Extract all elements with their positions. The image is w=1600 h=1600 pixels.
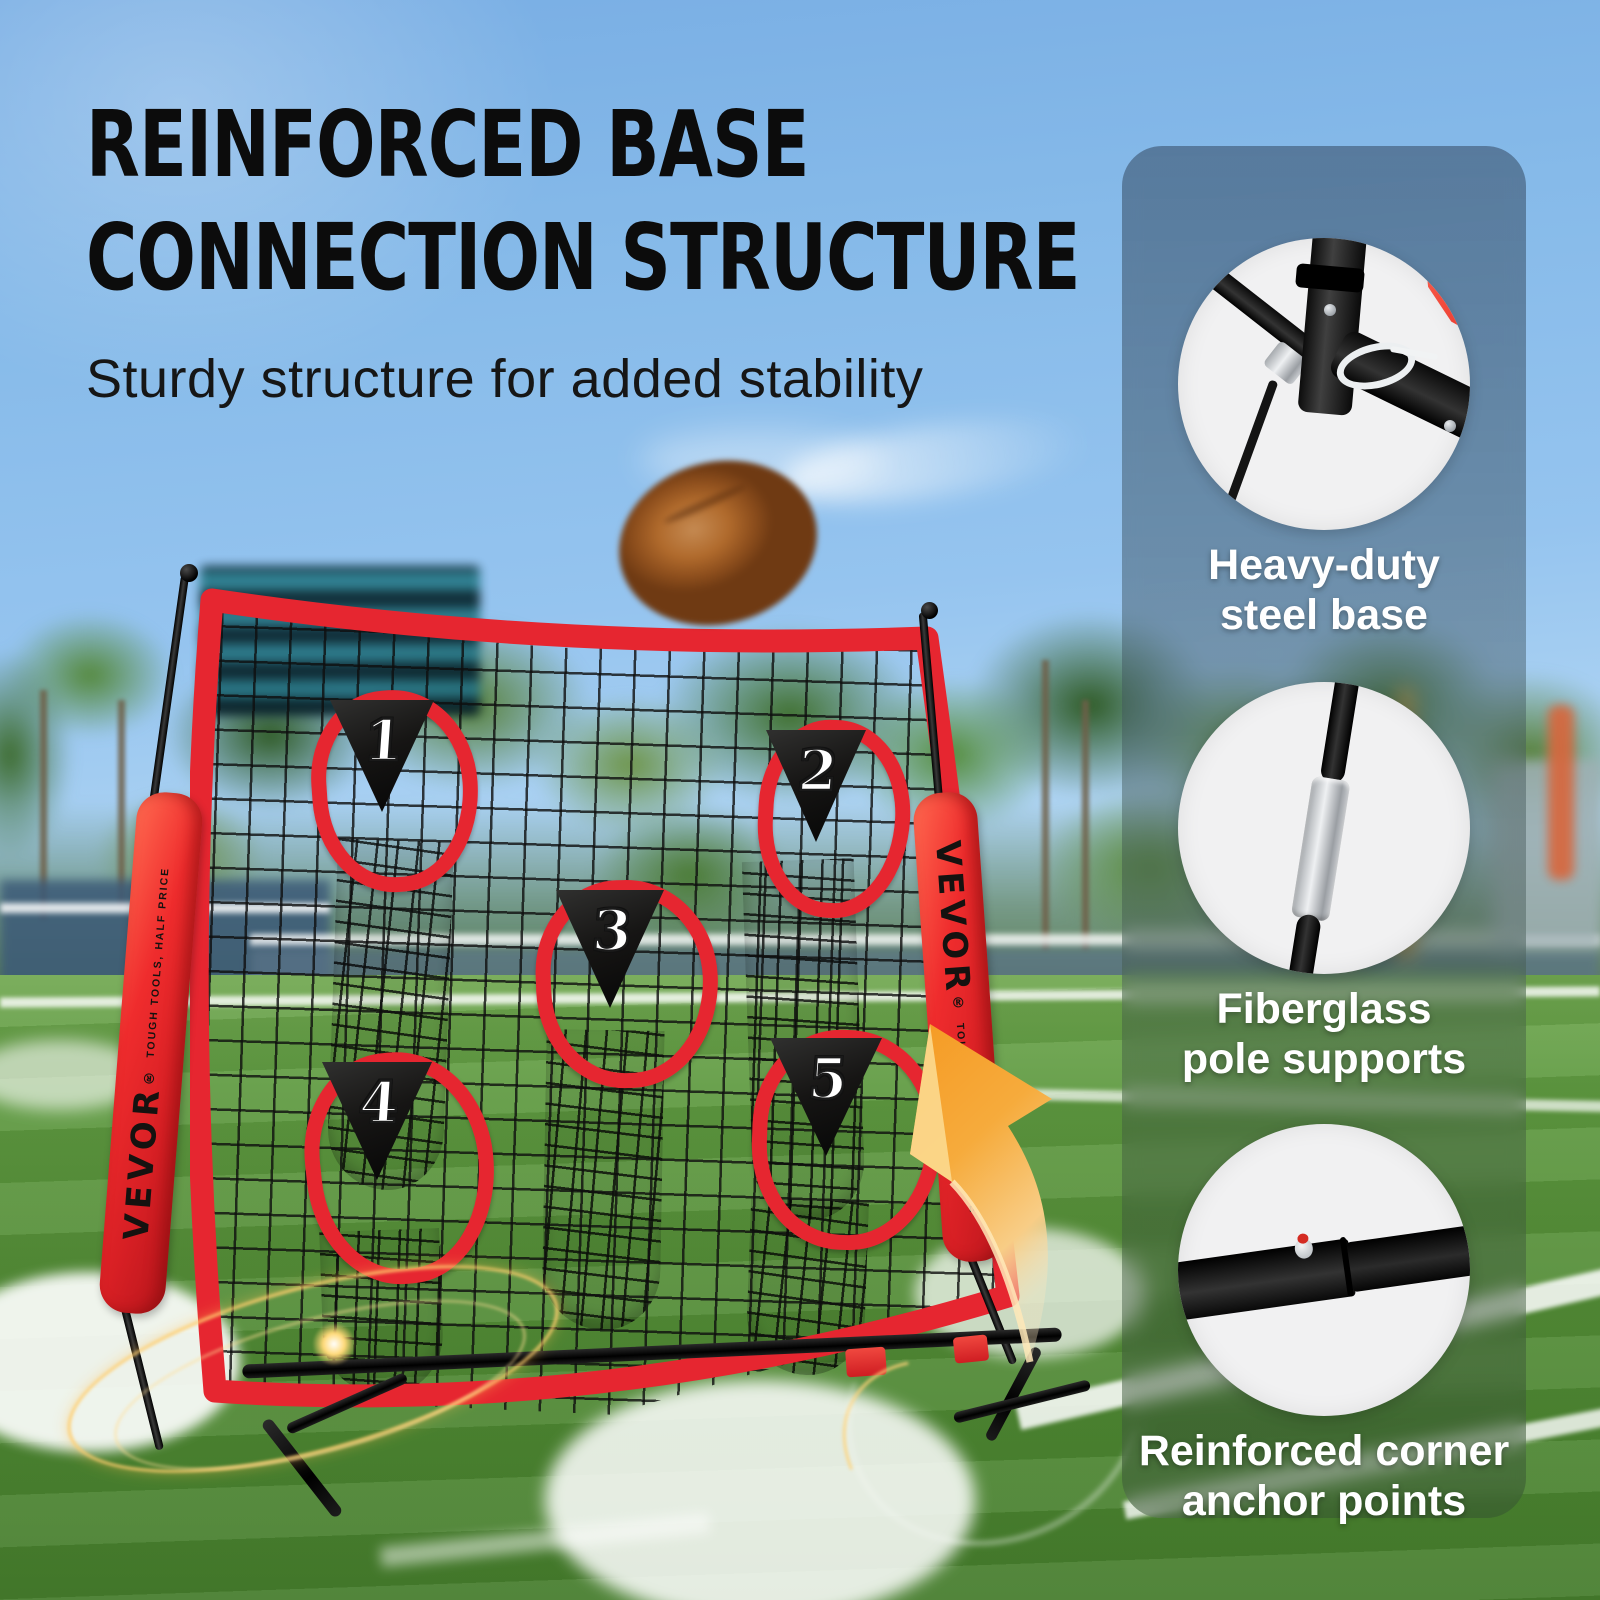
net-mesh [190,599,1009,1415]
palm-trunk [118,700,125,910]
screw [1324,304,1336,316]
brand-logo: VEVOR® [926,838,978,1017]
pole-upper [1319,682,1363,785]
brand-tagline: TOUGH TOOLS, HALF PRICE [144,865,172,1058]
net-frame [190,588,1020,1408]
palm-trunk [1042,660,1049,950]
feature-label: Reinforced corner anchor points [1138,1427,1510,1525]
palm-trunk [1082,700,1089,950]
fiberglass-pole-photo-icon [1178,682,1470,974]
page-title-line1: REINFORCED BASE [86,91,810,198]
screw [1444,420,1456,432]
tension-rod [1214,379,1279,530]
highlight-arrow [910,1024,1052,1363]
anchor-assembly [1178,1124,1470,1416]
steel-base-photo-icon [1178,238,1470,530]
orange-pylon [1548,705,1574,880]
corner-anchor-photo-icon [1178,1124,1470,1416]
pole-silver-sleeve [1290,775,1351,922]
feature-corner-anchor: Reinforced corner anchor points [1122,1124,1526,1526]
headline-block: REINFORCED BASE CONNECTION STRUCTURE Stu… [86,88,1086,410]
pole-assembly [1178,682,1470,974]
field-paint-logo [545,1380,975,1600]
feature-label: Heavy-duty steel base [1208,541,1440,639]
feature-fiberglass-pole: Fiberglass pole supports [1122,682,1526,1084]
base-tube-joint [1295,263,1365,293]
brand-logo: VEVOR® [116,1063,169,1242]
feature-panel: Heavy-duty steel base Fiberglass pole su… [1122,146,1526,1525]
light-spark [312,1322,356,1366]
feature-steel-base: Heavy-duty steel base [1122,238,1526,640]
pole-cap-left [180,564,198,582]
feature-label: Fiberglass pole supports [1181,985,1467,1083]
anchor-tube-left [1178,1238,1356,1326]
palm-trunk [40,690,47,920]
pole-lower [1281,913,1323,974]
pole-cap-right [921,602,938,619]
anchor-tube-right [1346,1219,1470,1293]
page-title-line2: CONNECTION STRUCTURE [86,204,1080,311]
page-subtitle: Sturdy structure for added stability [86,349,924,409]
